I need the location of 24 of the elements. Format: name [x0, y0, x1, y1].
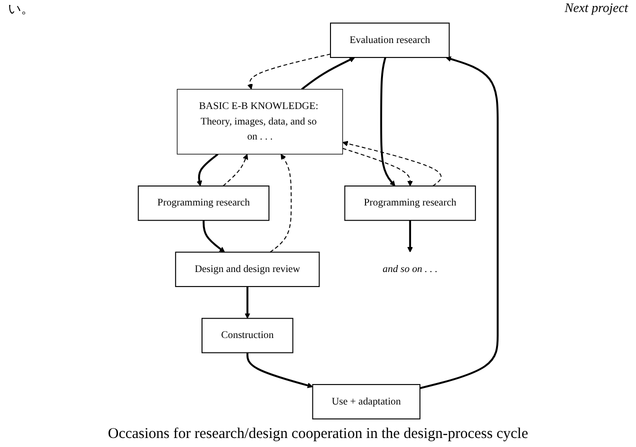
- arrow: [222, 154, 248, 186]
- arrow: [246, 352, 313, 388]
- arrow: [342, 148, 413, 186]
- arrow: [407, 220, 413, 252]
- arrow: [380, 57, 396, 186]
- node-text: and so on . . .: [382, 264, 438, 274]
- arrow: [244, 286, 250, 319]
- node-box: Evaluation research: [330, 22, 450, 58]
- node-box: BASIC E-B KNOWLEDGE: Theory, images, data, and so on . . .: [176, 88, 343, 154]
- node-box: Design and design review: [175, 252, 320, 288]
- arrow: [342, 140, 442, 186]
- node-box: Programming research: [344, 186, 476, 221]
- arrow: [420, 56, 499, 390]
- arrow: [202, 220, 225, 252]
- arrow: [270, 154, 292, 253]
- arrow: [301, 57, 356, 90]
- node-box: Programming research: [138, 186, 270, 221]
- note-text: い。: [8, 0, 34, 18]
- caption: Occasions for research/design cooperation in the design-process cycle: [108, 425, 528, 444]
- arrow: [247, 54, 331, 90]
- arrow: [196, 153, 218, 186]
- note-text: Next project: [564, 0, 628, 17]
- node-box: Use + adaptation: [312, 384, 420, 420]
- node-box: Construction: [202, 318, 294, 354]
